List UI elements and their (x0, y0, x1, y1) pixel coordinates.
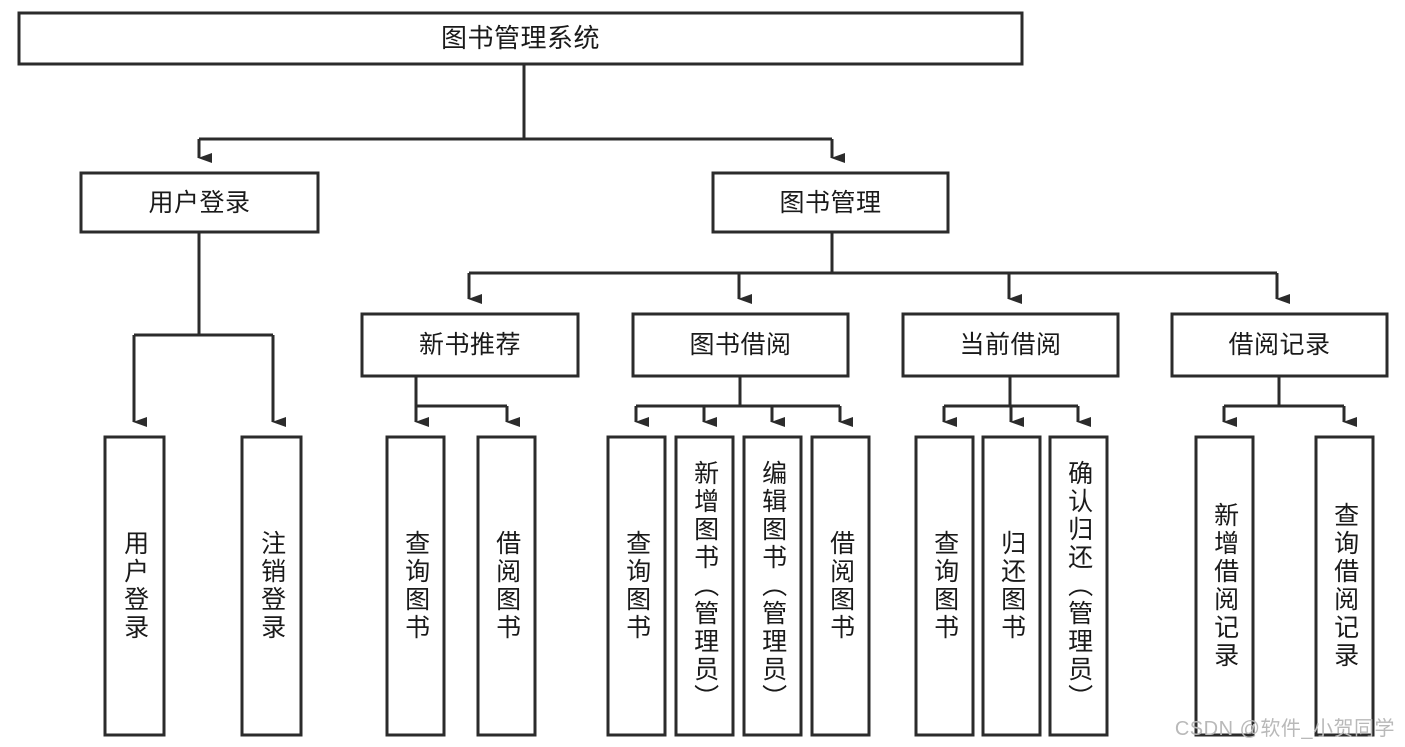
csdn-watermark: CSDN @软件_小贺同学 (1174, 718, 1395, 740)
node-book-manage-box[interactable] (711, 171, 950, 234)
leaf-box-confirm-return-admin[interactable] (1048, 435, 1109, 737)
leaf-box-user-login[interactable] (103, 435, 166, 737)
edge-user-login-to-leaves (132, 232, 286, 427)
leaf-box-logout[interactable] (240, 435, 303, 737)
node-root-box[interactable] (17, 11, 1024, 66)
node-book-borrow-box[interactable] (631, 312, 850, 378)
node-borrow-record-box[interactable] (1170, 312, 1389, 378)
edge-book-borrow-to-leaves (634, 376, 853, 427)
node-user-login-box[interactable] (79, 171, 320, 234)
node-current-borrow-box[interactable] (901, 312, 1120, 378)
leaf-box-add-borrow-record[interactable] (1194, 435, 1255, 737)
leaf-box-query-book-1[interactable] (385, 435, 446, 737)
leaf-box-borrow-book-2[interactable] (810, 435, 871, 737)
leaf-box-query-book-3[interactable] (914, 435, 975, 737)
node-new-book-rec-box[interactable] (360, 312, 580, 378)
edge-root-to-level2 (197, 64, 845, 163)
edge-current-borrow-to-leaves (942, 376, 1091, 427)
edge-new-book-rec-to-leaves (414, 376, 520, 427)
leaf-box-add-book-admin[interactable] (674, 435, 735, 737)
edge-book-manage-to-level3 (467, 232, 1290, 304)
edge-borrow-record-to-leaves (1222, 376, 1357, 427)
leaf-box-return-book[interactable] (981, 435, 1042, 737)
leaf-box-borrow-book-1[interactable] (476, 435, 537, 737)
leaf-box-query-borrow-record[interactable] (1314, 435, 1375, 737)
leaf-box-edit-book-admin[interactable] (742, 435, 803, 737)
leaf-box-query-book-2[interactable] (606, 435, 667, 737)
